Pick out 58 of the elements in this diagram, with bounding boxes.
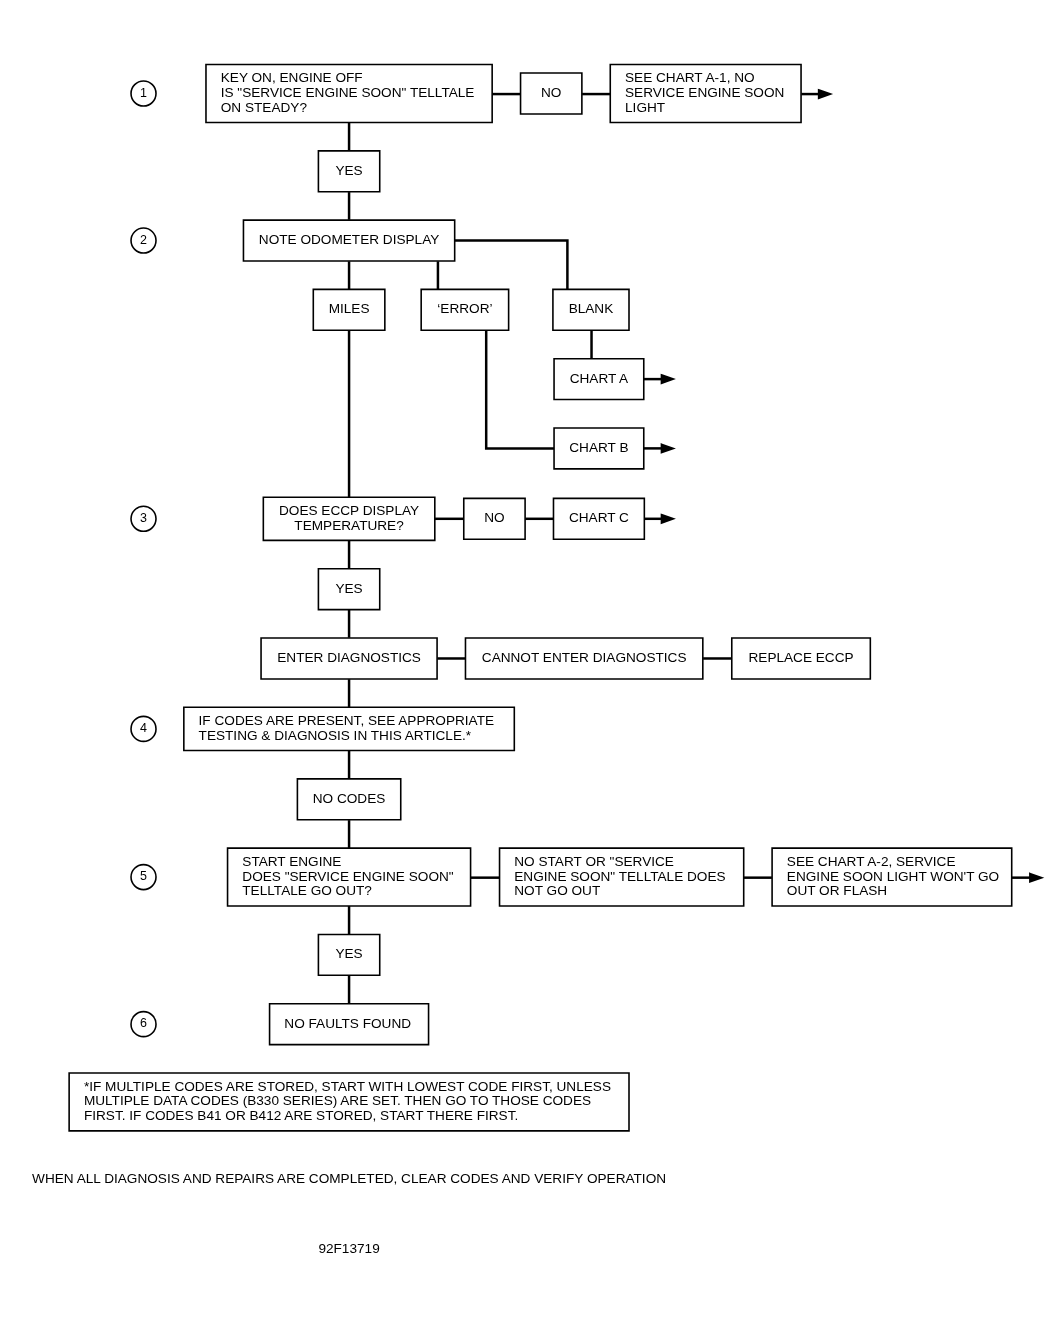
connector: [470, 876, 500, 879]
node-box: NO START OR "SERVICE ENGINE SOON" TELLTALE DOES NOT GO OUT: [498, 847, 745, 907]
node-box: *IF MULTIPLE CODES ARE STORED, START WITH LOWEST CODE FIRST, UNLESS MULTIPLE DATA CODES (B330 SERIES) ARE SET. THEN GO TO THOSE CODES FIRST. IF CODES B41 OR B412 ARE STORED, START THERE FIRST.: [68, 1072, 630, 1132]
node-circle: 4: [130, 715, 157, 743]
node-circle: 3: [130, 505, 157, 533]
connector: [347, 122, 351, 151]
arrow: [643, 443, 676, 454]
node-box: START ENGINE DOES "SERVICE ENGINE SOON" TELLTALE GO OUT?: [226, 847, 472, 907]
node-box: NO CODES: [296, 778, 402, 821]
node-circle: 5: [130, 863, 157, 891]
connector: [703, 657, 732, 660]
node-circle: 2: [130, 227, 157, 254]
node-box: YES: [317, 567, 381, 611]
node-box: NO FAULTS FOUND: [268, 1002, 430, 1046]
connector: [525, 517, 554, 521]
connector: [347, 975, 351, 1004]
connector: [347, 750, 351, 779]
node-circle: 6: [130, 1010, 157, 1038]
node-box: CANNOT ENTER DIAGNOSTICS: [464, 637, 704, 680]
node-box: NO: [462, 497, 526, 541]
node-box: KEY ON, ENGINE OFF IS "SERVICE ENGINE SOON" TELLTALE ON STEADY?: [205, 63, 493, 124]
node-box: NO: [519, 72, 583, 115]
node-box: IF CODES ARE PRESENT, SEE APPROPRIATE TESTING & DIAGNOSIS IN THIS ARTICLE.*: [183, 706, 516, 752]
connector: [347, 192, 351, 220]
node-box: BLANK: [552, 288, 630, 332]
connector: [434, 517, 464, 521]
node-box: SEE CHART A-1, NO SERVICE ENGINE SOON LIGHT: [609, 63, 802, 124]
connector: [347, 540, 351, 569]
node-box: NOTE ODOMETER DISPLAY: [242, 219, 456, 262]
node-box: YES: [317, 150, 381, 193]
connector: [484, 330, 555, 450]
node-box: DOES ECCP DISPLAY TEMPERATURE?: [262, 496, 436, 542]
connector: [436, 261, 440, 290]
node-box: ENTER DIAGNOSTICS: [260, 637, 438, 680]
arrow: [1012, 872, 1045, 883]
connector: [347, 679, 351, 708]
connector: [437, 657, 466, 660]
connector: [347, 610, 351, 638]
node-circle: 1: [130, 80, 157, 107]
label: 92F13719: [318, 1240, 380, 1256]
label: WHEN ALL DIAGNOSIS AND REPAIRS ARE COMPLETED, CLEAR CODES AND VERIFY OPERATION: [32, 1171, 667, 1187]
node-box: CHART B: [553, 427, 645, 470]
connector: [590, 330, 593, 359]
connector: [347, 820, 351, 848]
node-box: CHART C: [552, 497, 646, 541]
connector: [347, 261, 351, 290]
connector: [492, 92, 521, 96]
connector: [743, 876, 772, 879]
connector: [582, 92, 611, 96]
node-box: MILES: [312, 288, 386, 332]
connector: [454, 239, 569, 290]
node-box: CHART A: [553, 357, 645, 401]
node-box: SEE CHART A-2, SERVICE ENGINE SOON LIGHT WON'T GO OUT OR FLASH: [771, 847, 1013, 907]
connector: [347, 906, 351, 935]
connector: [347, 330, 351, 498]
node-box: ‘ERROR’: [420, 288, 510, 332]
node-box: REPLACE ECCP: [731, 637, 872, 680]
node-box: YES: [317, 933, 381, 977]
